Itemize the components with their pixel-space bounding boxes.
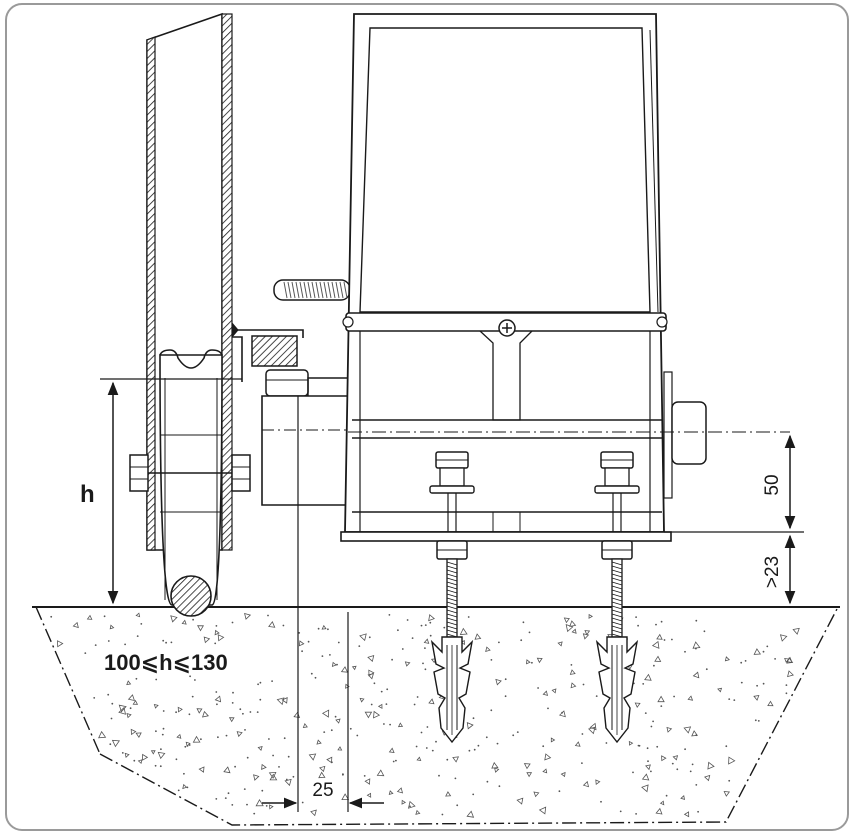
height-range-label: 100⩽h⩽130	[104, 650, 228, 675]
rack-bracket	[231, 322, 304, 382]
concrete-foundation	[35, 606, 839, 826]
dimension-25-label: 25	[312, 780, 333, 801]
anchor-bolt-left	[429, 451, 475, 744]
dimension-h-label: h	[80, 481, 95, 508]
phillips-screw-icon	[498, 319, 516, 337]
base-plate	[340, 531, 672, 542]
motor-housing	[342, 13, 790, 533]
dimension-25	[262, 396, 384, 812]
dimension-23-label: >23	[762, 556, 783, 588]
gate-wheel	[129, 349, 251, 606]
release-rod	[273, 279, 351, 301]
dimension-h	[100, 378, 242, 605]
dimension-50	[664, 434, 804, 533]
guide-rail	[170, 575, 212, 617]
pinion-housing	[261, 369, 349, 506]
dimension-50-label: 50	[762, 474, 783, 495]
anchor-bolt-right	[594, 451, 640, 744]
outer-frame	[5, 3, 849, 831]
